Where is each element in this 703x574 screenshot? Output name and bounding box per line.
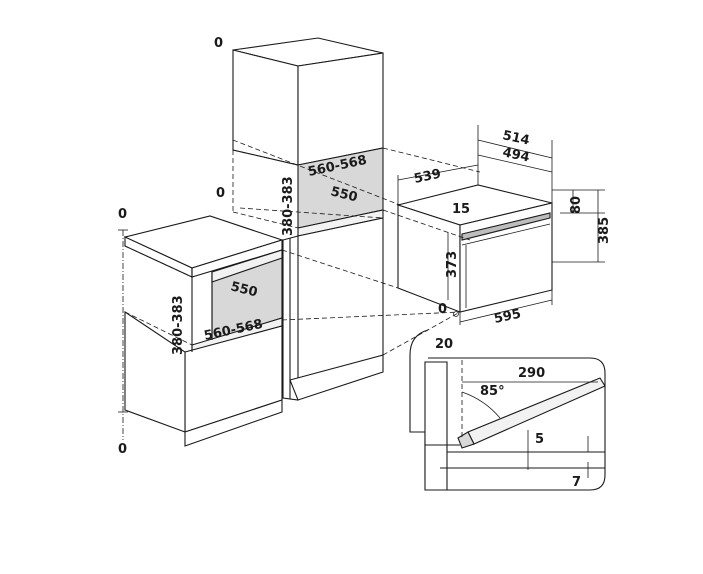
low-cabinet	[118, 215, 284, 447]
tall-top-offset-label: 0	[214, 36, 223, 51]
low-niche-height-label: 380-383	[171, 295, 186, 355]
tall-niche-height-label: 380-383	[281, 176, 296, 236]
oven-dimension-lines	[397, 125, 605, 325]
tall-mid-offset-label: 0	[216, 186, 225, 201]
low-top-offset-label: 0	[118, 207, 127, 222]
oven-height-total-label: 385	[597, 217, 612, 244]
door-detail	[409, 329, 606, 491]
door-angle-label: 85°	[480, 384, 505, 399]
oven-body-height-label: 373	[445, 251, 460, 278]
tall-niche-depth-label: 550	[329, 184, 359, 205]
oven-labels: 514 494 539 385 80 15 373 595 0	[413, 128, 612, 327]
oven-depth-body-label: 494	[501, 145, 531, 165]
oven-width-label: 595	[493, 307, 523, 327]
tall-cabinet	[232, 37, 384, 401]
door-offset-label: 20	[435, 337, 453, 352]
oven	[396, 184, 553, 313]
low-niche-depth-label: 550	[229, 279, 259, 300]
tall-cabinet-upper-front	[232, 49, 299, 166]
oven-control-strip	[461, 212, 551, 241]
door-detail-labels: 20 290 85° 5 7	[435, 337, 581, 490]
tall-cabinet-upper-side	[297, 52, 384, 166]
door-gap-5-label: 5	[535, 432, 544, 447]
oven-depth-front-label: 539	[413, 167, 443, 187]
door-gap-7-label: 7	[572, 475, 581, 490]
oven-top-gap-label: 80	[569, 196, 584, 214]
door-depth-label: 290	[518, 366, 545, 381]
oven-panel-offset-label: 15	[452, 202, 470, 217]
oven-origin-label: 0	[438, 302, 447, 317]
low-bottom-offset-label: 0	[118, 442, 127, 457]
oven-depth-total-label: 514	[501, 128, 531, 148]
